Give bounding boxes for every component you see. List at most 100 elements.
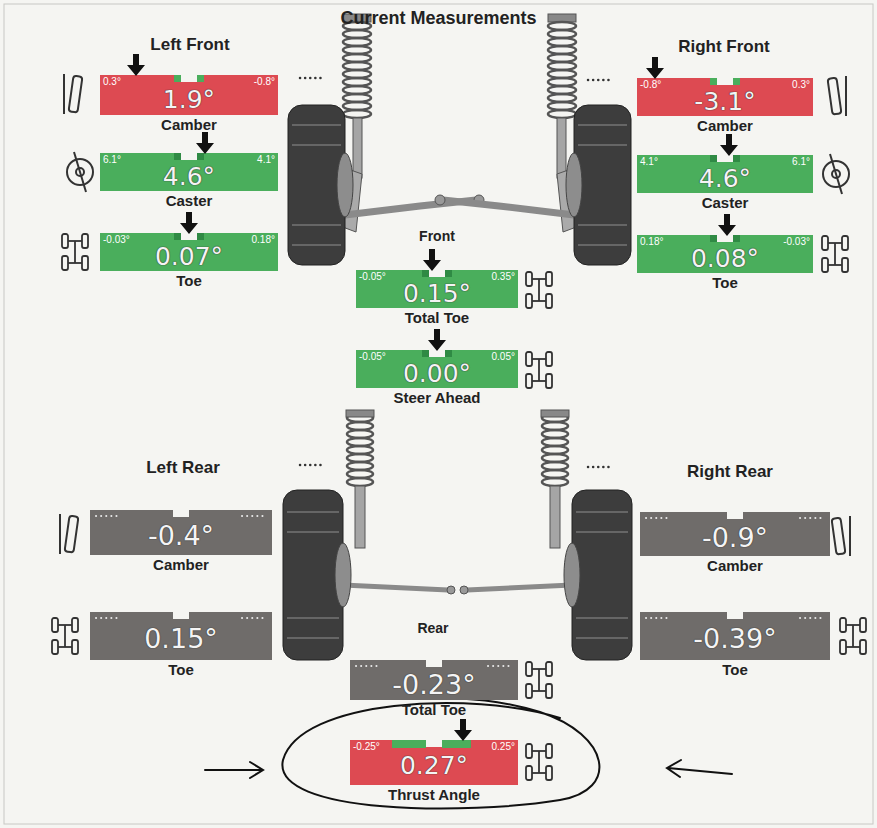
gauge-body bbox=[356, 270, 518, 308]
dotted-range bbox=[96, 515, 120, 517]
dotted-marks-part bbox=[588, 466, 612, 469]
pointer-arrow bbox=[180, 212, 198, 234]
front-suspension bbox=[288, 14, 631, 265]
measurement-name: Toe bbox=[600, 661, 870, 678]
pointer-arrow bbox=[196, 132, 214, 154]
tolerance-zone bbox=[174, 75, 181, 82]
range-limit: 0.18° bbox=[252, 234, 275, 245]
dotted-range bbox=[800, 517, 824, 519]
range-limit: -0.25° bbox=[353, 741, 380, 752]
measurement-name: Total Toe bbox=[310, 701, 558, 718]
measurement-name: Camber bbox=[60, 116, 318, 133]
pointer-arrow bbox=[127, 54, 145, 76]
measurement-name: Camber bbox=[597, 117, 853, 134]
range-limit: 0.18° bbox=[640, 236, 663, 247]
tolerance-zone bbox=[422, 350, 429, 357]
rear-suspension-part bbox=[460, 410, 632, 660]
dotted-range bbox=[242, 515, 266, 517]
tolerance-zone bbox=[422, 270, 429, 277]
pointer-arrow-head bbox=[180, 212, 198, 234]
section-heading: Right Rear bbox=[687, 462, 773, 482]
pointer-arrow-head bbox=[646, 57, 664, 79]
tolerance-zone bbox=[197, 233, 204, 240]
tolerance-zone bbox=[733, 78, 740, 85]
sheet-border bbox=[4, 4, 873, 824]
dotted-range bbox=[646, 617, 670, 619]
hand-drawn-markup-part bbox=[667, 760, 732, 777]
measurement-name: Thrust Angle bbox=[310, 786, 558, 803]
range-limit: -0.03° bbox=[103, 234, 130, 245]
gauge-body bbox=[90, 510, 272, 555]
gauge-box: 1.9°0.3°-0.8°Camber bbox=[100, 75, 278, 115]
front-suspension-part bbox=[288, 14, 484, 265]
dotted-range bbox=[646, 517, 670, 519]
tolerance-zone bbox=[197, 153, 204, 160]
measured-value: 4.6° bbox=[100, 162, 278, 191]
measured-value: -0.39° bbox=[640, 623, 830, 654]
tolerance-zone bbox=[710, 155, 717, 162]
gauge-box: 4.6°6.1°4.1°Caster bbox=[100, 153, 278, 191]
measured-value: 0.15° bbox=[356, 279, 518, 308]
tolerance-zone bbox=[392, 740, 426, 748]
gauge-body bbox=[90, 612, 272, 660]
measurement-name: Toe bbox=[597, 274, 853, 291]
section-heading: Left Rear bbox=[146, 458, 220, 478]
pointer-arrow-head bbox=[423, 249, 441, 271]
pointer-arrow-head bbox=[718, 214, 736, 236]
gauge-body bbox=[637, 155, 813, 193]
tolerance-zone bbox=[710, 78, 717, 85]
pointer-arrow bbox=[454, 719, 472, 741]
gauge-box: -0.9°Camber bbox=[640, 512, 830, 556]
section-heading: Right Front bbox=[678, 37, 770, 57]
pointer-arrow bbox=[428, 329, 446, 351]
pointer-arrow bbox=[423, 249, 441, 271]
range-limit: 0.3° bbox=[103, 76, 121, 87]
gauge-body bbox=[100, 153, 278, 191]
tolerance-zone bbox=[733, 235, 740, 242]
measurement-name: Total Toe bbox=[316, 309, 558, 326]
pointer-arrow-head bbox=[720, 134, 738, 156]
range-limit: 0.35° bbox=[492, 271, 515, 282]
dotted-range bbox=[242, 617, 266, 619]
tolerance-zone bbox=[174, 153, 181, 160]
section-heading: Rear bbox=[417, 620, 448, 636]
gauge-box: 4.6°4.1°6.1°Caster bbox=[637, 155, 813, 193]
measurement-icons-part bbox=[52, 618, 78, 654]
dotted-range bbox=[356, 665, 380, 667]
measured-value: -3.1° bbox=[637, 87, 813, 116]
measured-value: -0.23° bbox=[350, 669, 518, 700]
measurement-icons-part bbox=[526, 744, 552, 780]
gauge-box: -0.4°Camber bbox=[90, 510, 272, 555]
measured-value: 4.6° bbox=[637, 164, 813, 193]
gauge-body bbox=[350, 660, 518, 700]
measurement-name: Toe bbox=[60, 272, 318, 289]
range-limit: -0.03° bbox=[783, 236, 810, 247]
gauge-body bbox=[356, 350, 518, 388]
measurement-icons-part bbox=[526, 272, 552, 308]
measurement-icons-part bbox=[822, 236, 848, 272]
dotted-range bbox=[800, 617, 824, 619]
gauge-body bbox=[350, 740, 518, 785]
measurement-icons-part bbox=[67, 152, 93, 192]
measurement-icons-part bbox=[832, 516, 850, 556]
gauge-box: -0.39°Toe bbox=[640, 612, 830, 660]
sheet-title: Current Measurements bbox=[0, 8, 877, 29]
pointer-arrow-head bbox=[428, 329, 446, 351]
rear-suspension-part bbox=[283, 410, 455, 660]
pointer-arrow bbox=[718, 214, 736, 236]
gauge-body bbox=[640, 612, 830, 660]
tolerance-zone bbox=[445, 270, 452, 277]
range-limit: -0.05° bbox=[359, 351, 386, 362]
range-limit: 6.1° bbox=[103, 154, 121, 165]
measured-value: 0.07° bbox=[100, 242, 278, 271]
range-limit: 4.1° bbox=[640, 156, 658, 167]
gauge-box: 0.15°Toe bbox=[90, 612, 272, 660]
tolerance-zone bbox=[174, 233, 181, 240]
gauge-box: -3.1°-0.8°0.3°Camber bbox=[637, 78, 813, 116]
range-limit: -0.8° bbox=[254, 76, 275, 87]
tolerance-zone bbox=[733, 155, 740, 162]
rear-suspension bbox=[283, 410, 632, 660]
gauge-box: 0.15°-0.05°0.35°Total Toe bbox=[356, 270, 518, 308]
hand-drawn-markup bbox=[205, 698, 732, 809]
